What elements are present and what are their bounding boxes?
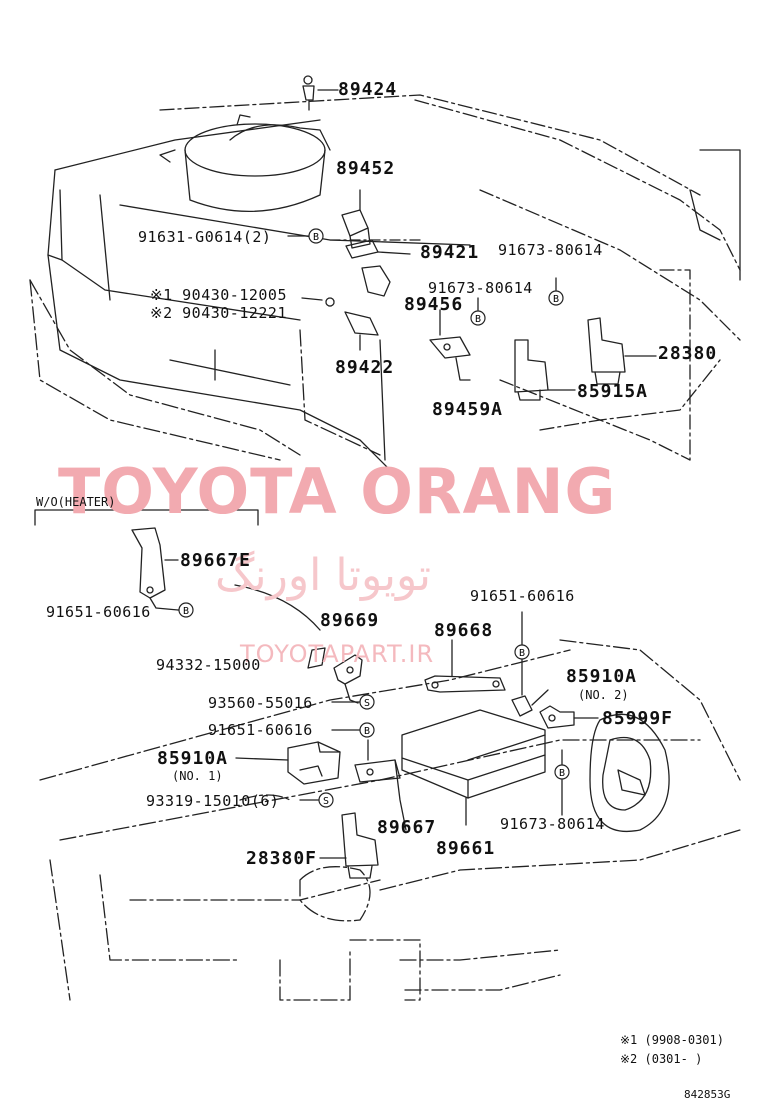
part-label-91673-80614-a[interactable]: 91673-80614 [498,241,603,259]
svg-text:B: B [183,606,189,617]
part-label-91651-60616-a[interactable]: 91651-60616 [46,603,151,621]
label-no2: (NO. 2) [578,688,629,702]
part-label-89661[interactable]: 89661 [436,838,496,859]
part-85910a-no1 [235,741,341,785]
part-label-85999f[interactable]: 85999F [602,708,674,729]
part-85915a-relay [514,339,576,401]
part-label-91651-60616-b[interactable]: 91651-60616 [470,587,575,605]
part-label-89452[interactable]: 89452 [336,158,396,179]
part-label-91673-80614-b[interactable]: 91673-80614 [428,279,533,297]
part-label-89456[interactable]: 89456 [404,294,464,315]
relay-cluster [325,189,411,351]
bolt-marker-91651-a: B [178,602,194,618]
part-label-89669[interactable]: 89669 [320,610,380,631]
part-label-89459a[interactable]: 89459A [432,399,504,420]
svg-text:B: B [519,648,525,659]
part-85999f-bracket [539,705,599,729]
part-label-89668[interactable]: 89668 [434,620,494,641]
section-label-wo-heater: W/O(HEATER) [36,495,116,509]
label-no1: (NO. 1) [172,769,223,783]
part-label-89422[interactable]: 89422 [335,357,395,378]
part-label-94332-15000[interactable]: 94332-15000 [156,656,261,674]
bolt-marker-91673-b: B [470,310,486,326]
part-label-85910a-no1[interactable]: 85910A [157,748,229,769]
bolt-marker-91673-a: B [548,290,564,306]
bolt-marker-91651-b: B [514,644,530,660]
watermark-brand: TOYOTA ORANG [58,455,617,528]
footnote-2: ※2 (0301- ) [620,1052,703,1066]
part-89668-strap [424,639,506,693]
part-label-89424[interactable]: 89424 [338,79,398,100]
svg-text:B: B [559,768,565,779]
svg-text:B: B [475,314,481,325]
part-label-85915a[interactable]: 85915A [577,381,649,402]
part-label-89667[interactable]: 89667 [377,817,437,838]
fastener-markers: B B B B B S B S [178,228,570,808]
part-label-85910a-no2[interactable]: 85910A [566,666,638,687]
upper-body-outline [29,94,741,471]
svg-text:S: S [364,698,370,709]
part-89667-bracket [354,759,407,831]
part-28380f-relay [319,812,379,879]
svg-text:B: B [364,726,370,737]
figure-code: 842853G [684,1088,731,1101]
svg-text:B: B [313,232,319,243]
part-label-91673-80614-c[interactable]: 91673-80614 [500,815,605,833]
screw-marker-93560: S [359,694,375,710]
footnote-1: ※1 (9908-0301) [620,1033,724,1047]
bolt-marker-91651-c: B [359,722,375,738]
heater-inset [34,509,321,631]
bolt-marker-91631: B [308,228,324,244]
part-label-93319-15010[interactable]: 93319-15010(6) [146,792,280,810]
watermark-persian: تویوتا اورنگ [215,550,431,601]
leader-lines [177,235,563,816]
svg-text:S: S [323,796,329,807]
screw-marker-93319: S [318,792,334,808]
part-85910a-no2 [511,689,549,717]
watermark-url: TOYOTAPART.IR [240,640,435,668]
part-89661-module [401,709,546,826]
part-label-91651-60616-c[interactable]: 91651-60616 [208,721,313,739]
part-label-91631-g0614[interactable]: 91631-G0614(2) [138,228,272,246]
part-89424-sensor [302,75,339,111]
washer-marker [325,297,335,307]
part-label-89421[interactable]: 89421 [420,242,480,263]
part-label-28380f[interactable]: 28380F [246,848,318,869]
part-label-89667e[interactable]: 89667E [180,550,252,571]
part-label-28380[interactable]: 28380 [658,343,718,364]
part-label-90430-12005[interactable]: ※1 90430-12005 [150,286,287,304]
svg-text:B: B [553,294,559,305]
part-28380-relay [587,317,657,385]
part-label-90430-12221[interactable]: ※2 90430-12221 [150,304,287,322]
bolt-marker-91673-c: B [554,764,570,780]
part-89456-bracket [429,309,471,381]
air-cleaner-canister [159,114,331,212]
part-label-93560-55016[interactable]: 93560-55016 [208,694,313,712]
